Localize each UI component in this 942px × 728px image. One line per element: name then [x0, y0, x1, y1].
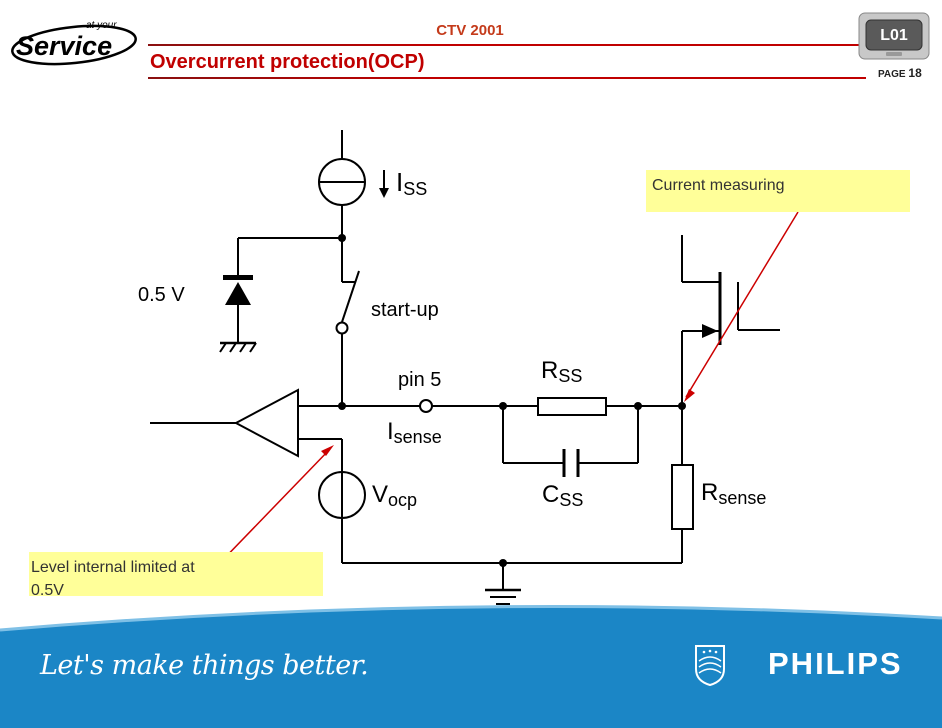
header-line-top — [148, 44, 866, 46]
label-isense: Isense — [387, 418, 442, 447]
chapter-badge: L01 — [880, 27, 908, 44]
zener-diode-icon — [225, 282, 251, 305]
resistor-rsense-icon — [671, 464, 694, 530]
callout-arrow-current — [685, 211, 799, 398]
label-iss-sub: SS — [403, 179, 428, 199]
top-title: CTV 2001 — [436, 22, 504, 39]
label-pin5: pin 5 — [398, 369, 442, 391]
page-number: 18 — [908, 66, 922, 80]
logo-main-text: Service — [16, 31, 112, 61]
label-vocp-sub: ocp — [388, 490, 418, 510]
callout-level-line1: Level internal limited at — [31, 559, 195, 576]
label-vocp: Vocp — [372, 481, 418, 510]
logo-small-text: at your — [86, 20, 117, 31]
tv-badge-icon — [858, 12, 930, 60]
page-indicator: PAGE 18 — [878, 66, 922, 80]
label-rsense: Rsense — [701, 479, 767, 508]
comparator-icon — [233, 388, 299, 458]
label-vocp-main: V — [372, 481, 389, 508]
philips-shield-icon — [695, 645, 725, 687]
label-voltage: 0.5 V — [138, 284, 185, 306]
label-rsense-main: R — [701, 479, 719, 506]
label-isense-main: I — [387, 418, 394, 445]
label-css: CSS — [542, 481, 584, 510]
callout-current-measuring: Current measuring — [646, 170, 910, 212]
label-iss: ISS — [396, 167, 428, 199]
label-css-main: C — [542, 481, 560, 508]
label-rss-sub: SS — [558, 366, 583, 386]
header-line-bottom — [148, 77, 866, 79]
callout-level-line2: 0.5V — [31, 582, 64, 599]
label-rss-main: R — [541, 357, 559, 384]
pin5-terminal-icon — [419, 399, 433, 413]
label-rsense-sub: sense — [718, 488, 767, 508]
label-css-sub: SS — [559, 490, 584, 510]
service-logo: at your Service — [11, 20, 137, 66]
label-iss-main: I — [396, 167, 404, 197]
footer-brand: PHILIPS — [768, 646, 903, 681]
label-startup: start-up — [371, 299, 439, 321]
resistor-rss-icon — [537, 397, 607, 416]
label-rss: RSS — [541, 357, 583, 386]
label-isense-sub: sense — [393, 427, 442, 447]
footer-band — [0, 604, 942, 728]
callout-level-limited: Level internal limited at 0.5V — [29, 552, 323, 599]
page-label: PAGE — [878, 69, 906, 80]
startup-switch-icon — [341, 270, 360, 323]
page-title: Overcurrent protection(OCP) — [150, 51, 425, 73]
footer-slogan: Let's make things better. — [40, 650, 369, 681]
callout-arrow-level — [214, 448, 331, 569]
